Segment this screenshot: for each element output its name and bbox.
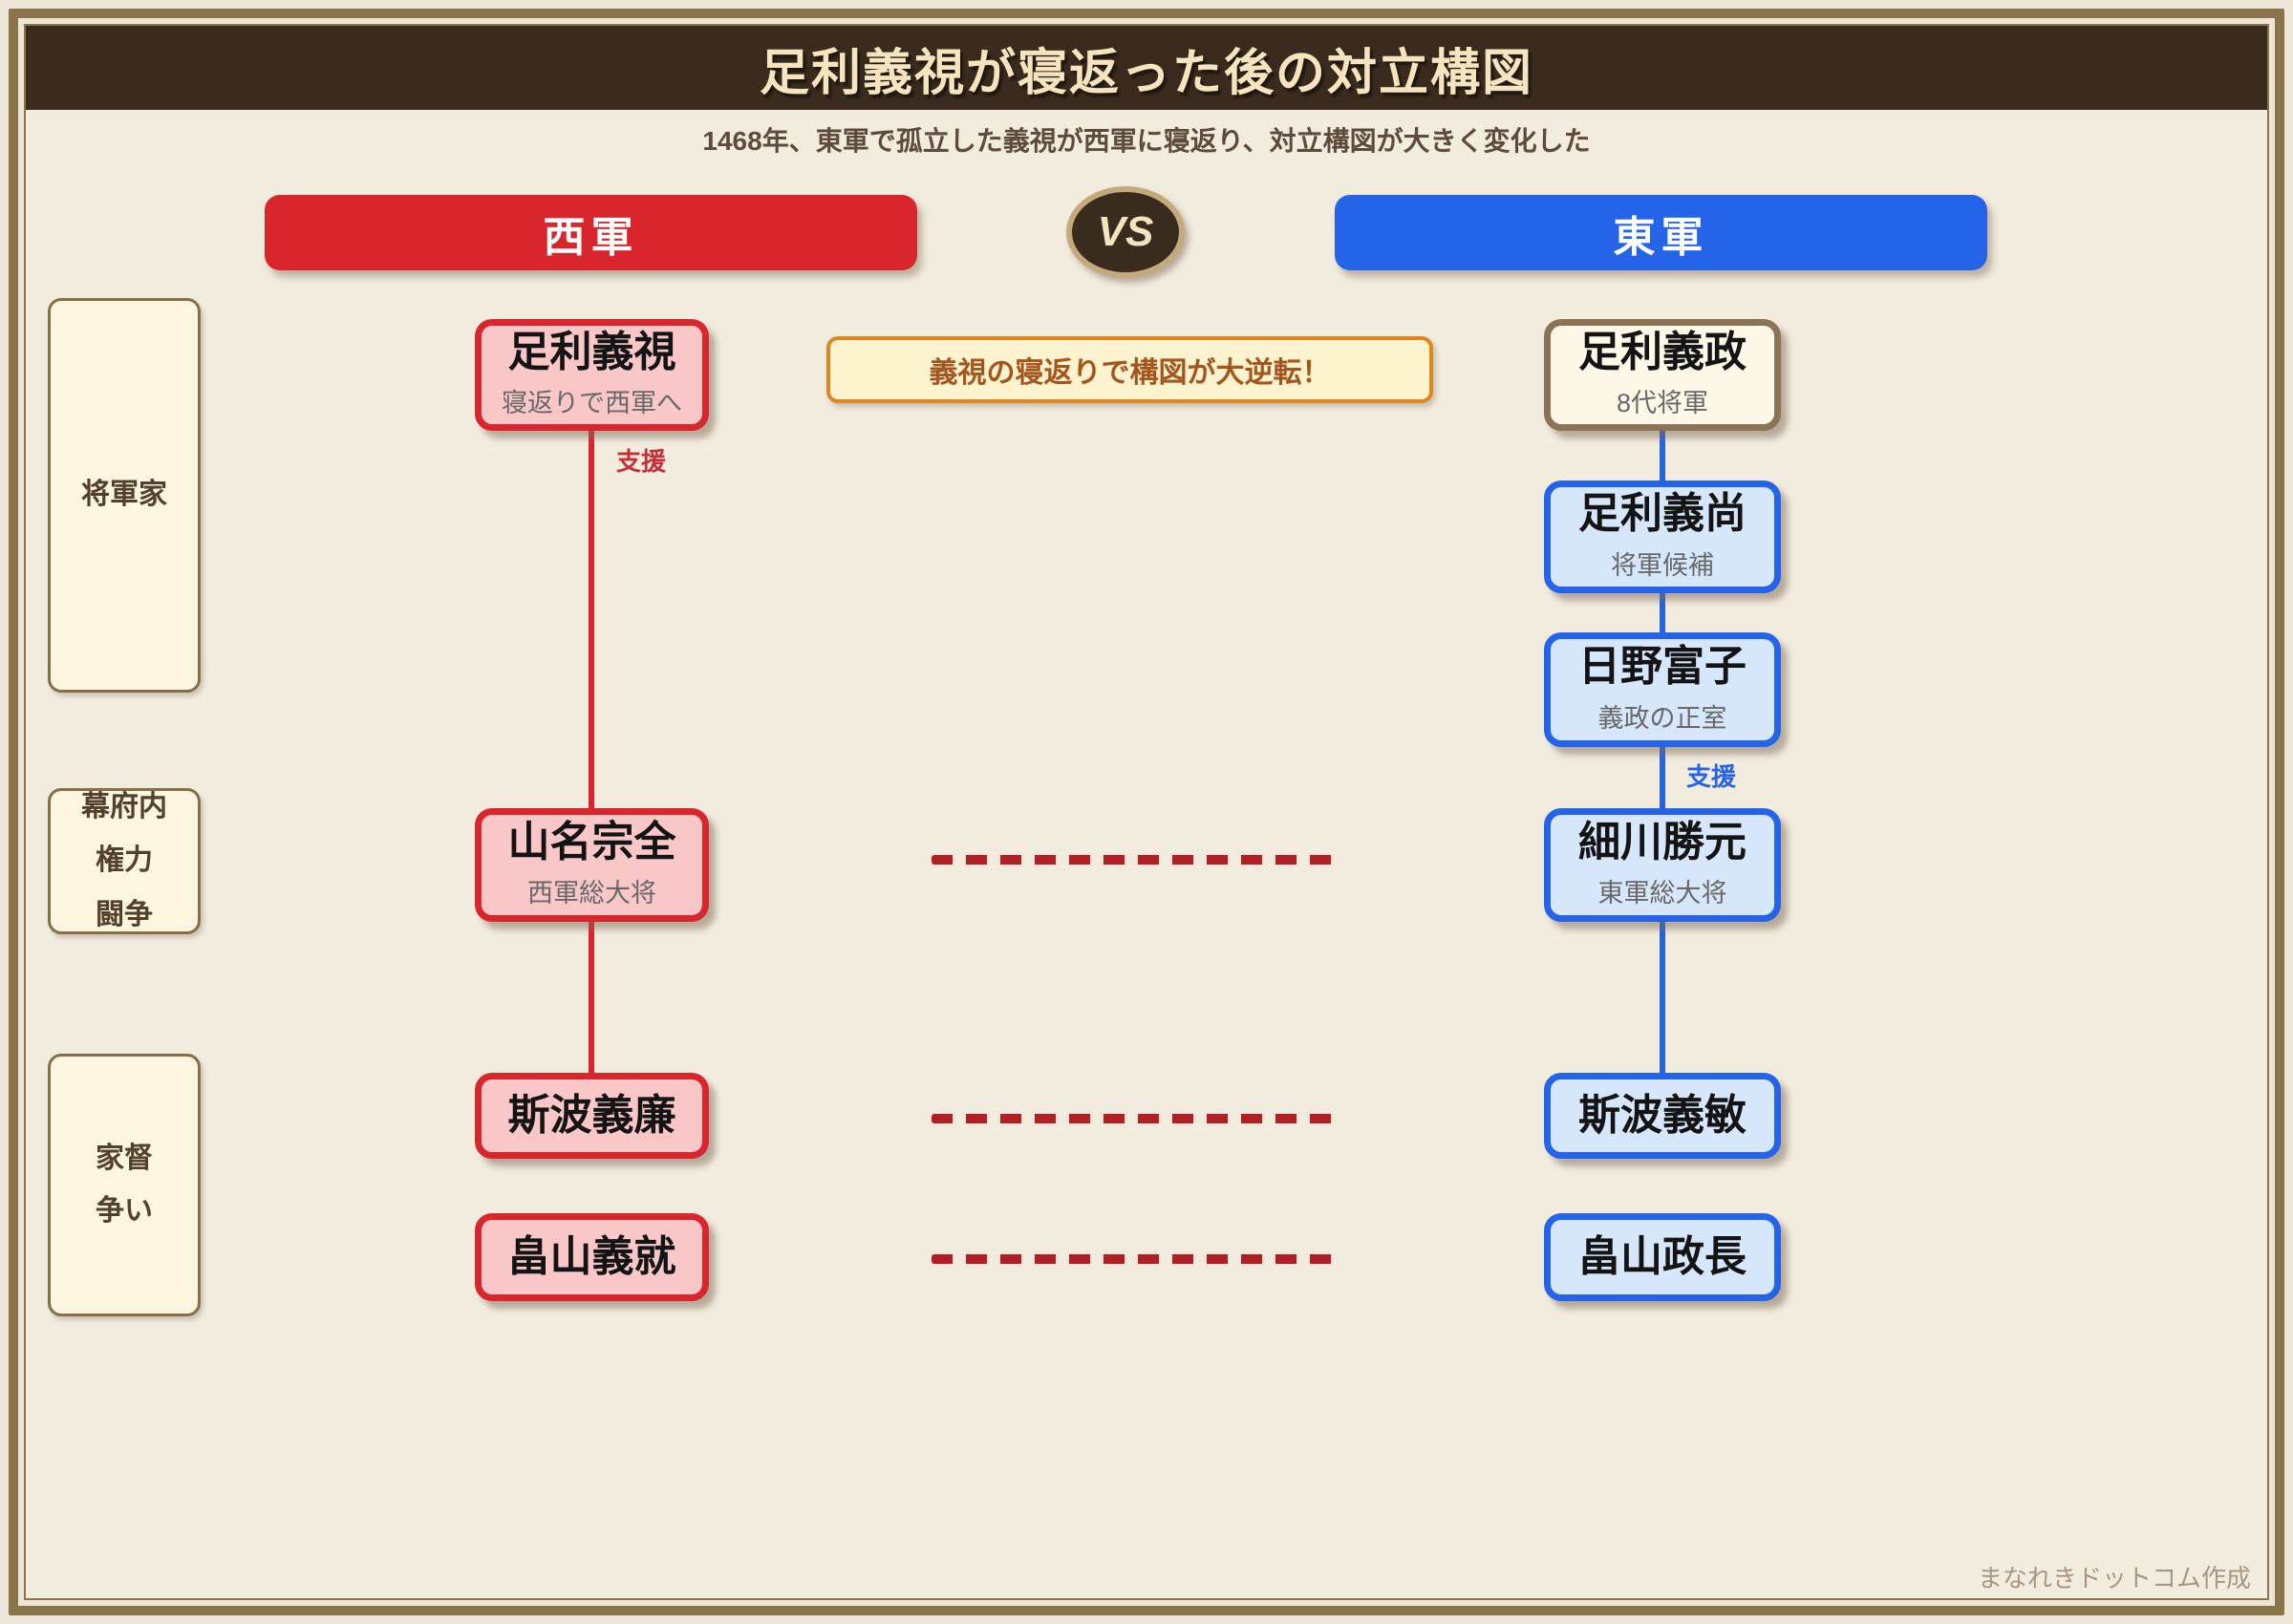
east-family-line-1 xyxy=(1660,431,1665,481)
side-label-line: 幕府内 xyxy=(81,790,167,823)
vs-label: VS xyxy=(1097,208,1154,255)
person-name: 斯波義敏 xyxy=(1578,1091,1747,1139)
person-box-shiba-yoshitoshi: 斯波義敏 xyxy=(1544,1073,1781,1159)
callout-text: 義視の寝返りで構図が大逆転！ xyxy=(929,357,1331,389)
east-support-line xyxy=(1660,747,1665,808)
side-label-power-struggle: 幕府内 権力 闘争 xyxy=(48,788,201,934)
side-label-line: 争い xyxy=(96,1194,153,1227)
side-label-succession-dispute: 家督 争い xyxy=(48,1054,201,1316)
person-subtitle: 義政の正室 xyxy=(1597,703,1727,733)
rivalry-dashed-line-hatakeyama xyxy=(932,1254,1338,1264)
person-subtitle: 将軍候補 xyxy=(1611,550,1714,580)
person-name: 足利義視 xyxy=(507,328,676,375)
person-name: 足利義尚 xyxy=(1578,490,1747,538)
inner-frame-border xyxy=(24,24,2269,1600)
person-name: 斯波義廉 xyxy=(507,1091,676,1139)
person-box-shiba-yoshikado: 斯波義廉 xyxy=(475,1073,709,1159)
east-army-banner: 東軍 xyxy=(1335,195,1987,270)
vs-badge: VS xyxy=(1066,186,1185,278)
east-army-label: 東軍 xyxy=(1613,213,1709,261)
outer-frame-border xyxy=(9,9,2284,1615)
person-subtitle: 西軍総大将 xyxy=(527,879,656,908)
credit-text: まなれきドットコム作成 xyxy=(1977,1564,2251,1592)
person-name: 細川勝元 xyxy=(1578,818,1747,865)
person-subtitle: 8代将軍 xyxy=(1616,389,1709,418)
west-command-line xyxy=(589,922,594,1073)
person-box-ashikaga-yoshimasa: 足利義政 8代将軍 xyxy=(1544,319,1781,431)
rivalry-dashed-line-shiba xyxy=(932,1114,1338,1123)
side-label-line: 闘争 xyxy=(96,898,153,930)
west-support-label: 支援 xyxy=(616,447,667,476)
east-family-line-2 xyxy=(1660,593,1665,632)
person-name: 足利義政 xyxy=(1578,328,1747,375)
person-box-yamana-sozen: 山名宗全 西軍総大将 xyxy=(475,808,709,922)
side-label-line: 権力 xyxy=(96,844,153,877)
east-support-label: 支援 xyxy=(1686,762,1737,791)
person-name: 日野富子 xyxy=(1578,643,1747,691)
person-name: 山名宗全 xyxy=(507,818,676,865)
person-name: 畠山政長 xyxy=(1578,1232,1747,1280)
page-title: 足利義視が寝返った後の対立構図 xyxy=(759,45,1533,101)
person-box-hino-tomiko: 日野富子 義政の正室 xyxy=(1544,632,1781,747)
side-label-line: 家督 xyxy=(96,1143,153,1174)
west-support-line xyxy=(589,431,594,808)
person-box-hatakeyama-yoshinari: 畠山義就 xyxy=(475,1213,709,1301)
side-label-text: 将軍家 xyxy=(81,479,167,511)
person-name: 畠山義就 xyxy=(507,1232,676,1280)
rivalry-dashed-line-commanders xyxy=(932,855,1338,865)
person-subtitle: 寝返りで西軍へ xyxy=(502,389,682,418)
person-subtitle: 東軍総大将 xyxy=(1597,879,1727,908)
west-army-label: 西軍 xyxy=(543,213,639,261)
page-subtitle: 1468年、東軍で孤立した義視が西軍に寝返り、対立構図が大きく変化した xyxy=(702,126,1591,156)
person-box-hatakeyama-masanaga: 畠山政長 xyxy=(1544,1213,1781,1301)
west-army-banner: 西軍 xyxy=(265,195,917,270)
person-box-ashikaga-yoshihisa: 足利義尚 将軍候補 xyxy=(1544,481,1781,593)
callout-banner: 義視の寝返りで構図が大逆転！ xyxy=(826,336,1433,403)
person-box-hosokawa-katsumoto: 細川勝元 東軍総大将 xyxy=(1544,808,1781,922)
person-box-ashikaga-yoshimi: 足利義視 寝返りで西軍へ xyxy=(475,319,709,431)
title-bar: 足利義視が寝返った後の対立構図 xyxy=(26,26,2267,110)
east-command-line xyxy=(1660,922,1665,1073)
side-label-shogun-family: 将軍家 xyxy=(48,298,201,693)
